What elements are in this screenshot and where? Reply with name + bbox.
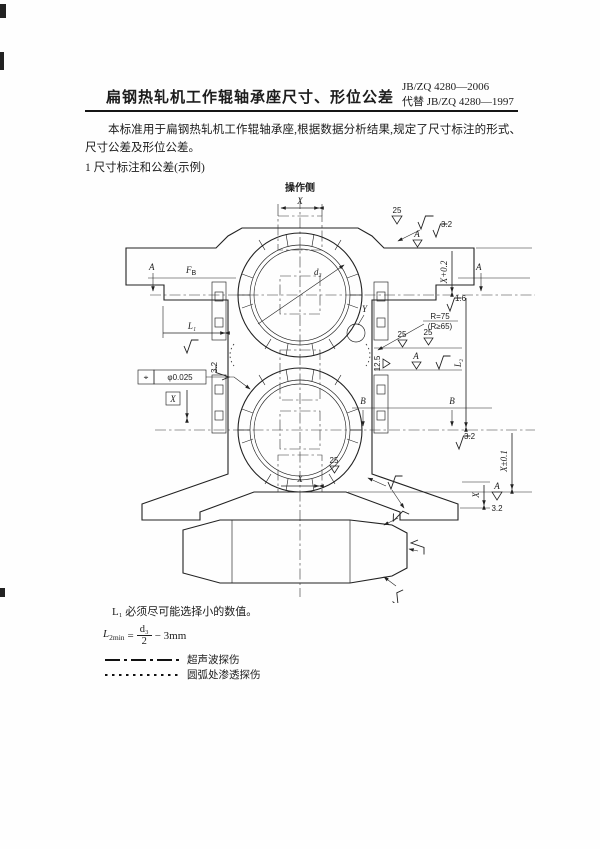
- force-fb-label: FB: [185, 265, 197, 277]
- svg-text:φ0.025: φ0.025: [167, 373, 193, 382]
- formula-lhs: L2min: [103, 628, 125, 643]
- upper-liner-segments: [238, 233, 362, 357]
- legend-ultrasonic: 超声波探伤: [105, 652, 240, 667]
- scan-artifact: [0, 588, 5, 597]
- finish-mark-foot: [367, 475, 405, 509]
- bearing-chock-drawing: 操作侧: [125, 181, 535, 603]
- svg-text:X: X: [296, 196, 303, 206]
- dim-x-boxed: X: [165, 390, 189, 423]
- legend-ultrasonic-label: 超声波探伤: [187, 655, 240, 666]
- scan-artifact: [0, 52, 4, 70]
- svg-text:X: X: [296, 474, 303, 484]
- svg-text:R=75: R=75: [430, 312, 450, 321]
- center-lines: [150, 198, 535, 597]
- formula-denominator: 2: [141, 636, 147, 647]
- svg-text:25: 25: [424, 328, 433, 337]
- roughness-25-top: 25: [391, 206, 434, 242]
- dash-dot-line-sample: [105, 658, 179, 661]
- operating-side-label: 操作侧: [285, 181, 315, 194]
- svg-text:12.5: 12.5: [373, 355, 382, 371]
- svg-text:B: B: [449, 396, 455, 406]
- svg-text:A: A: [148, 262, 155, 272]
- note-l1: L₁ 必须尽可能选择小的数值。: [112, 606, 258, 618]
- fillet-radius-note: 1.6 R=75 (R≥65): [377, 294, 467, 351]
- svg-text:3.2: 3.2: [210, 361, 219, 373]
- upper-bore: [237, 232, 363, 358]
- roughness-cluster-right: 25 25 12.5 A: [373, 328, 462, 371]
- svg-text:3.2: 3.2: [464, 432, 476, 441]
- standard-number-block: JB/ZQ 4280—2006 代替 JB/ZQ 4280—1997: [402, 80, 542, 110]
- svg-text:Y: Y: [362, 304, 368, 314]
- dim-bore-diameter: d₃: [257, 264, 345, 325]
- svg-text:X: X: [169, 394, 176, 404]
- roughness-left: 3.2: [183, 339, 231, 381]
- formula-l2min: L2min = d₃ 2 − 3mm: [103, 624, 186, 647]
- standard-number: JB/ZQ 4280—2006: [402, 81, 490, 93]
- lower-liner-segments: [238, 368, 362, 492]
- formula-fraction: d₃ 2: [136, 624, 152, 647]
- section-b-b: B B: [352, 396, 492, 427]
- svg-text:⌖: ⌖: [144, 373, 149, 382]
- legend-penetrant-label: 圆弧处渗透探伤: [187, 670, 261, 681]
- section-a-left: A FB: [148, 262, 236, 292]
- formula-equals: =: [127, 629, 134, 642]
- section-a-right: A: [458, 262, 530, 292]
- dim-x-top: X: [277, 196, 324, 216]
- svg-text:25: 25: [330, 456, 339, 465]
- formula-numerator: d₃: [136, 624, 152, 636]
- svg-text:X: X: [471, 492, 481, 499]
- formula-tail: − 3mm: [154, 629, 187, 642]
- scan-artifact: [0, 4, 6, 18]
- svg-text:A: A: [412, 351, 419, 361]
- callout-y: Y: [346, 304, 368, 343]
- side-view: [182, 510, 425, 603]
- legend-penetrant: 圆弧处渗透探伤: [105, 667, 261, 682]
- dotted-line-sample: [105, 673, 179, 676]
- svg-text:L₂: L₂: [453, 359, 463, 368]
- dim-x-bottom: 25 X: [281, 456, 340, 488]
- svg-text:d₃: d₃: [314, 267, 322, 277]
- svg-text:X±0.1: X±0.1: [499, 450, 509, 473]
- finish-marks-side-view: [383, 510, 425, 603]
- dim-l2: L₂: [453, 298, 468, 432]
- svg-text:A: A: [475, 262, 482, 272]
- svg-text:B: B: [360, 396, 366, 406]
- position-tolerance-frame: ⌖ φ0.025: [137, 369, 251, 390]
- svg-text:1.6: 1.6: [455, 294, 467, 303]
- datum-a-top: A 3.2: [412, 220, 453, 248]
- svg-text:3.2: 3.2: [491, 504, 503, 513]
- dim-x-pm: X±0.1: [348, 433, 532, 494]
- dim-x-plus: X+0.2: [439, 247, 532, 297]
- svg-text:25: 25: [393, 206, 402, 215]
- datum-a-bottom: A 3.2: [491, 481, 503, 513]
- housing-outline: [125, 227, 475, 521]
- dim-l1: L₁: [162, 306, 230, 338]
- ultrasonic-test-zones: [277, 215, 323, 493]
- svg-text:25: 25: [398, 330, 407, 339]
- dim-x-foot: 3.2 X: [455, 432, 490, 510]
- scope-paragraph: 本标准用于扁钢热轧机工作辊轴承座,根据数据分析结果,规定了尺寸标注的形式、尺寸公…: [85, 124, 521, 154]
- page-title: 扁钢热轧机工作辊轴承座尺寸、形位公差: [105, 89, 394, 106]
- section-heading: 1 尺寸标注和公差(示例): [85, 162, 205, 174]
- superseded-standard: 代替 JB/ZQ 4280—1997: [402, 96, 514, 108]
- svg-text:A: A: [413, 229, 420, 239]
- svg-text:L₁: L₁: [187, 321, 196, 331]
- svg-text:X+0.2: X+0.2: [439, 260, 449, 284]
- svg-text:A: A: [493, 481, 500, 491]
- svg-text:3.2: 3.2: [441, 220, 453, 229]
- header-rule: [85, 110, 518, 112]
- svg-text:(R≥65): (R≥65): [428, 322, 453, 331]
